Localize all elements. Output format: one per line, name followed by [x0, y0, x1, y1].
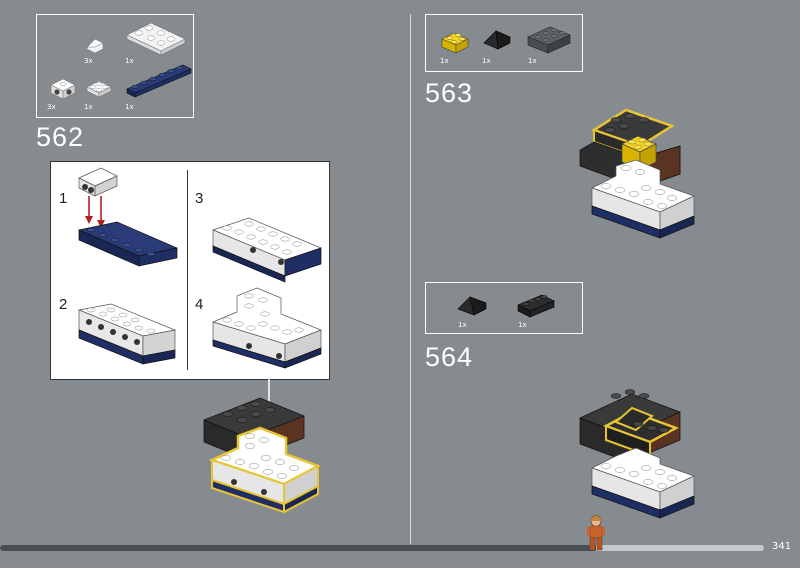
- substep-2-illustration: [77, 303, 177, 365]
- step-563-model: [579, 108, 695, 239]
- white-slope-1x2-icon: [86, 38, 104, 54]
- black-slope-2x2-icon: [483, 30, 511, 50]
- minifigure-progress-icon: [587, 515, 605, 551]
- substep-number: 1: [59, 190, 68, 207]
- page-number: 341: [772, 541, 792, 552]
- part-qty: 1x: [518, 321, 527, 329]
- substep-number: 2: [59, 296, 68, 313]
- parts-list-step-562: 3x 1x 3x 1x: [36, 14, 194, 118]
- substep-3-illustration: [212, 217, 322, 283]
- substep-number: 3: [195, 190, 204, 207]
- part-qty: 1x: [125, 103, 134, 111]
- substep-number: 4: [195, 296, 204, 313]
- white-corner-plate-icon: [126, 22, 186, 56]
- black-brick-1x4-icon: [517, 294, 555, 318]
- parts-list-step-563: 1x 1x 1x: [425, 14, 583, 72]
- step-564-model: [579, 389, 695, 519]
- step-562-model: [203, 397, 322, 514]
- part-qty: 1x: [528, 57, 537, 65]
- dark-grey-brick-2x4-icon: [527, 26, 571, 54]
- substep-callout: 1 2 3 4: [50, 161, 330, 380]
- white-brick-side-studs-icon: [50, 78, 76, 100]
- parts-list-step-564: 1x 1x: [425, 282, 583, 334]
- callout-divider: [187, 170, 188, 370]
- part-qty: 1x: [482, 57, 491, 65]
- substep-4-illustration: [211, 287, 322, 369]
- page-divider: [410, 14, 411, 544]
- part-qty: 1x: [125, 57, 134, 65]
- step-number: 562: [36, 122, 85, 152]
- part-qty: 1x: [84, 103, 93, 111]
- black-slope-2x2-icon: [457, 296, 487, 316]
- step-number: 563: [425, 78, 474, 108]
- step-number: 564: [425, 342, 474, 372]
- part-qty: 1x: [440, 57, 449, 65]
- part-qty: 1x: [458, 321, 467, 329]
- progress-fill: [0, 545, 596, 551]
- part-qty: 3x: [84, 57, 93, 65]
- yellow-brick-2x2-icon: [441, 32, 469, 54]
- substep-1-illustration: [77, 167, 179, 267]
- white-plate-2x2-icon: [86, 80, 112, 98]
- dark-blue-brick-1x6-icon: [126, 64, 192, 98]
- part-qty: 3x: [47, 103, 56, 111]
